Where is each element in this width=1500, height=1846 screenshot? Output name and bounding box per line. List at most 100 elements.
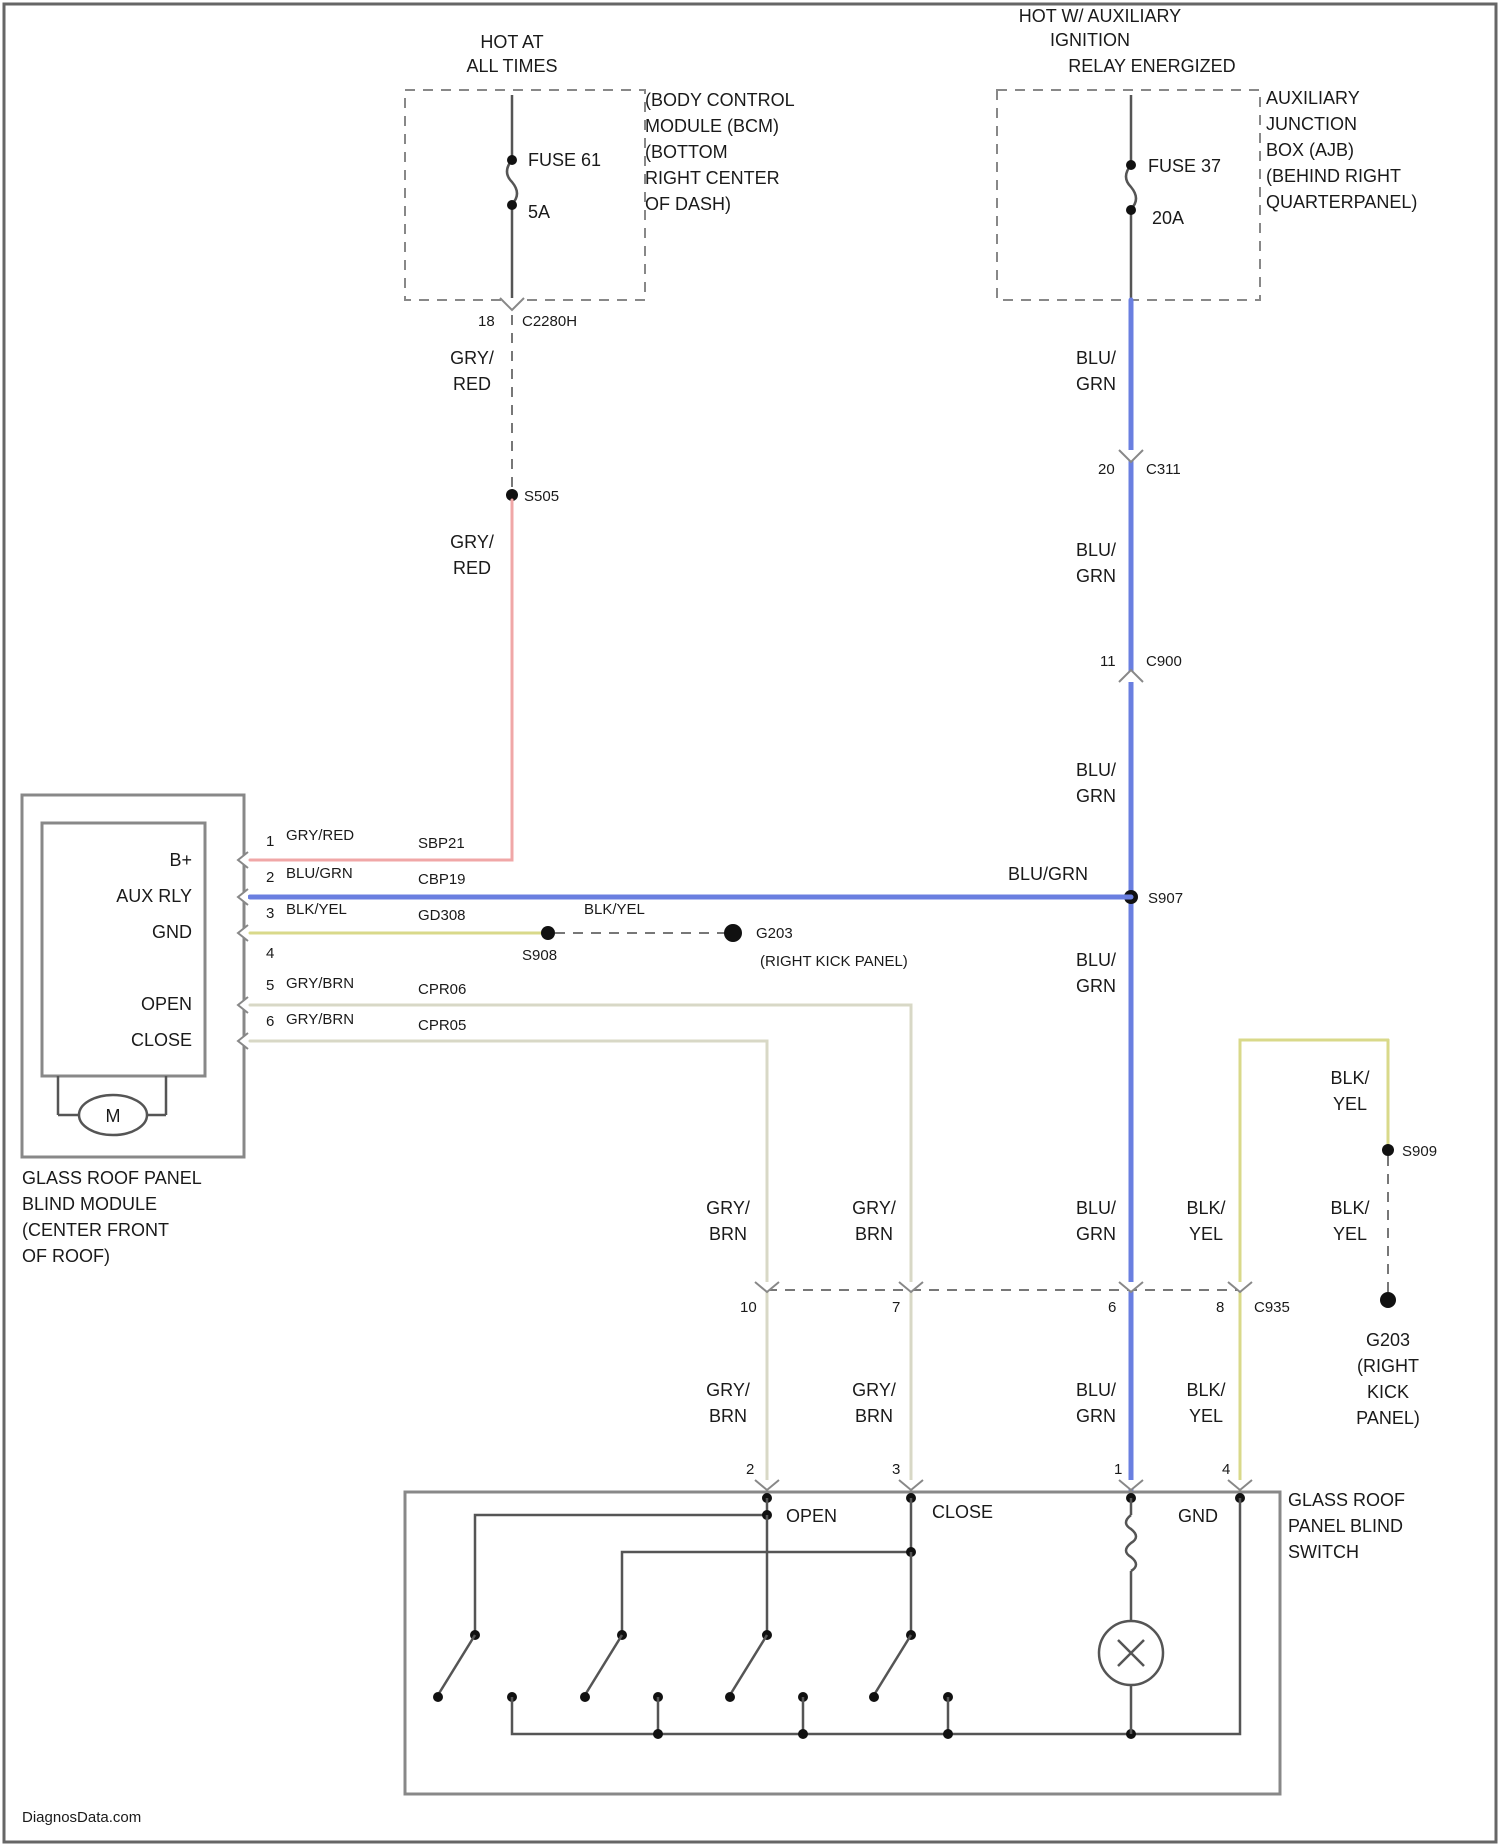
blu-grn-label-1b: GRN — [1076, 374, 1116, 394]
blu-grn-label-6b: GRN — [1076, 1406, 1116, 1426]
ajb-hot-label-2: IGNITION — [1050, 30, 1130, 50]
ajb-box-label-3: BOX (AJB) — [1266, 140, 1354, 160]
blk-yel-label-d1: BLK/ — [1186, 1380, 1225, 1400]
splice-s909: S909 — [1402, 1143, 1437, 1160]
module-title-4: OF ROOF) — [22, 1246, 110, 1266]
c935-connector: C935 — [1254, 1299, 1290, 1316]
gry-red-label-b-1: GRY/ — [450, 532, 494, 552]
ajb-box-label-2: JUNCTION — [1266, 114, 1357, 134]
gry-red-label-b-2: RED — [453, 558, 491, 578]
c935-pin-8: 8 — [1216, 1299, 1224, 1316]
ground-g203-b-1: G203 — [1366, 1330, 1410, 1350]
blu-grn-label-1a: BLU/ — [1076, 348, 1116, 368]
module-title-3: (CENTER FRONT — [22, 1220, 169, 1240]
pin6-color: GRY/BRN — [286, 1011, 354, 1028]
pin5-color: GRY/BRN — [286, 975, 354, 992]
bcm-box-label-1: (BODY CONTROL — [645, 90, 795, 110]
pin-num-3: 3 — [266, 905, 274, 922]
pin3-color: BLK/YEL — [286, 901, 347, 918]
pin-name-gnd: GND — [152, 922, 192, 942]
gry-brn-label-c2: BRN — [709, 1406, 747, 1426]
c900-connector: C900 — [1146, 653, 1182, 670]
bcm-box-label-2: MODULE (BCM) — [645, 116, 779, 136]
bcm-box-label-3: (BOTTOM — [645, 142, 728, 162]
blu-grn-label-5b: GRN — [1076, 1224, 1116, 1244]
splice-s907: S907 — [1148, 890, 1183, 907]
switch-pin-2: 2 — [746, 1461, 754, 1478]
pin-name-bplus: B+ — [169, 850, 192, 870]
switch-pin-3: 3 — [892, 1461, 900, 1478]
pin-num-2: 2 — [266, 869, 274, 886]
blu-grn-label-6a: BLU/ — [1076, 1380, 1116, 1400]
pin1-color: GRY/RED — [286, 827, 354, 844]
ground-g203-b-2: (RIGHT — [1357, 1356, 1419, 1376]
module-title-2: BLIND MODULE — [22, 1194, 157, 1214]
wire-gry-red — [250, 500, 512, 860]
pin-name-open: OPEN — [141, 994, 192, 1014]
blu-grn-horizontal-label: BLU/GRN — [1008, 864, 1088, 884]
gry-brn-label-b2: BRN — [855, 1224, 893, 1244]
pin1-circuit: SBP21 — [418, 835, 465, 852]
wire-gry-brn-open — [250, 1005, 911, 1495]
blk-yel-label-d2: YEL — [1189, 1406, 1223, 1426]
blu-grn-label-3a: BLU/ — [1076, 760, 1116, 780]
bcm-pin: 18 — [478, 313, 495, 330]
switch-title-3: SWITCH — [1288, 1542, 1359, 1562]
bcm-hot-label-2: ALL TIMES — [466, 56, 557, 76]
switch-internal-wiring — [433, 1493, 1245, 1739]
ground-g203-b-3: KICK — [1367, 1382, 1409, 1402]
c935-pin-7: 7 — [892, 1299, 900, 1316]
footer-watermark: DiagnosData.com — [22, 1809, 141, 1826]
ajb-box-label-4: (BEHIND RIGHT — [1266, 166, 1401, 186]
gry-red-label-a-1: GRY/ — [450, 348, 494, 368]
bcm-box — [405, 90, 645, 300]
switch-open-label: OPEN — [786, 1506, 837, 1526]
ajb-box-label-5: QUARTERPANEL) — [1266, 192, 1417, 212]
c935-pin-6: 6 — [1108, 1299, 1116, 1316]
pin3-circuit: GD308 — [418, 907, 466, 924]
bcm-box-label-5: OF DASH) — [645, 194, 731, 214]
switch-pin-4: 4 — [1222, 1461, 1230, 1478]
ground-g203-location: (RIGHT KICK PANEL) — [760, 953, 908, 970]
blu-grn-label-4b: GRN — [1076, 976, 1116, 996]
blk-yel-label-a2: YEL — [1333, 1094, 1367, 1114]
pin-num-1: 1 — [266, 833, 274, 850]
gry-red-label-a-2: RED — [453, 374, 491, 394]
motor-label: M — [106, 1106, 121, 1126]
c935-pin-10: 10 — [740, 1299, 757, 1316]
pin-name-close: CLOSE — [131, 1030, 192, 1050]
pin-num-4: 4 — [266, 945, 274, 962]
bcm-box-label-4: RIGHT CENTER — [645, 168, 780, 188]
ground-g203-b-4: PANEL) — [1356, 1408, 1420, 1428]
blk-yel-label-b2: YEL — [1333, 1224, 1367, 1244]
pin-num-6: 6 — [266, 1013, 274, 1030]
c311-connector: C311 — [1146, 461, 1181, 478]
switch-close-label: CLOSE — [932, 1502, 993, 1522]
ajb-box-label-1: AUXILIARY — [1266, 88, 1360, 108]
wire-gry-brn-close — [250, 1041, 767, 1495]
pin5-circuit: CPR06 — [418, 981, 466, 998]
bcm-fuse-label: FUSE 61 — [528, 150, 601, 170]
c311-pin: 20 — [1098, 461, 1115, 478]
c900-pin: 11 — [1100, 653, 1116, 670]
diagram-frame — [4, 4, 1496, 1842]
pin6-circuit: CPR05 — [418, 1017, 466, 1034]
pin-name-aux-rly: AUX RLY — [116, 886, 192, 906]
ajb-fuse-amp: 20A — [1152, 208, 1184, 228]
blk-yel-label-b1: BLK/ — [1330, 1198, 1369, 1218]
gry-brn-label-a2: BRN — [709, 1224, 747, 1244]
gry-brn-label-c1: GRY/ — [706, 1380, 750, 1400]
blk-yel-label-c2: YEL — [1189, 1224, 1223, 1244]
blk-yel-horizontal-label: BLK/YEL — [584, 901, 645, 918]
ground-g203-icon — [724, 924, 742, 942]
pin-num-5: 5 — [266, 977, 274, 994]
blu-grn-label-4a: BLU/ — [1076, 950, 1116, 970]
switch-title-2: PANEL BLIND — [1288, 1516, 1403, 1536]
ajb-box — [997, 90, 1260, 300]
blu-grn-label-2a: BLU/ — [1076, 540, 1116, 560]
ground-g203-b-icon — [1380, 1292, 1396, 1308]
pin2-circuit: CBP19 — [418, 871, 466, 888]
ajb-fuse-label: FUSE 37 — [1148, 156, 1221, 176]
module-title-1: GLASS ROOF PANEL — [22, 1168, 202, 1188]
